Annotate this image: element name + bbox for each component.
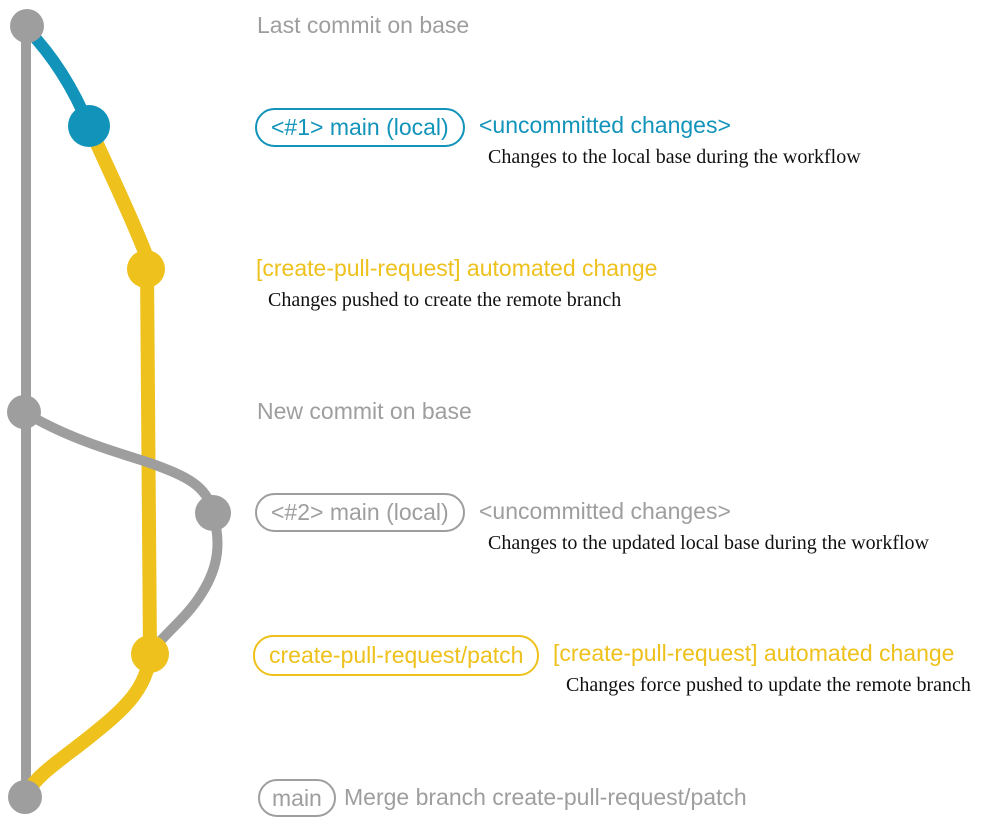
branch-pill-create-pull-request-patch-label: create-pull-request/patch [269,642,524,668]
updated-base-branch-path [19,407,223,656]
annotation-new-commit-on-base: New commit on base [257,398,472,424]
annotation-last-commit-on-base: Last commit on base [257,12,470,38]
commit-dot-new-base [7,395,41,429]
commit-dot-uncommitted-2 [195,495,231,531]
commit-title-automated-change-1: [create-pull-request] automated change [256,255,658,281]
pull-request-branch-path [19,119,158,801]
commit-dot-automated-change-2 [131,635,169,673]
status-uncommitted-changes-1: <uncommitted changes> [479,112,731,138]
commit-title-automated-change-2: [create-pull-request] automated change [553,640,955,666]
branch-pill-main: main [258,779,336,817]
branch-pill-create-pull-request-patch: create-pull-request/patch [253,635,540,676]
branch-pill-main-local-2: <#2> main (local) [255,493,465,532]
branch-pill-main-local-1: <#1> main (local) [255,108,465,147]
branch-pill-main-label: main [272,784,322,811]
status-uncommitted-changes-2: <uncommitted changes> [479,498,731,524]
commit-dot-last-base [10,9,44,43]
commit-dot-uncommitted-1 [68,105,110,147]
branch-pill-main-local-2-label: <#2> main (local) [271,499,449,525]
note-local-base-changes: Changes to the local base during the wor… [488,146,861,168]
note-force-pushed-update-remote-branch: Changes force pushed to update the remot… [566,674,971,696]
commit-title-merge-branch: Merge branch create-pull-request/patch [344,784,747,810]
commit-dot-merge [8,780,42,814]
branch-pill-main-local-1-label: <#1> main (local) [271,114,449,140]
note-pushed-create-remote-branch: Changes pushed to create the remote bran… [268,289,622,311]
note-updated-local-base-changes: Changes to the updated local base during… [488,532,929,554]
commit-dot-automated-change-1 [127,250,165,288]
